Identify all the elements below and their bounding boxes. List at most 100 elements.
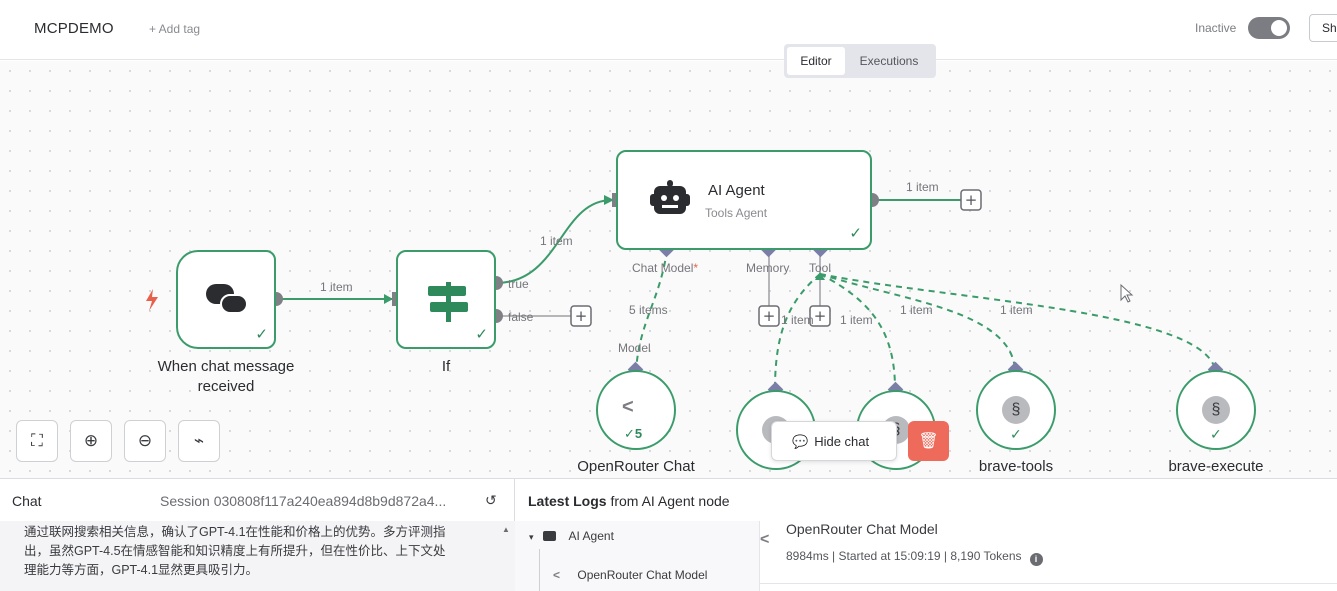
chat-line: 理能力等方面，GPT-4.1显然更具吸引力。 bbox=[24, 563, 259, 577]
add-tag-button[interactable]: + Add tag bbox=[149, 22, 201, 36]
active-toggle[interactable] bbox=[1248, 17, 1290, 39]
hide-chat-button[interactable]: 💬 Hide chat bbox=[771, 421, 897, 461]
svg-text:+: + bbox=[965, 191, 978, 209]
chat-bubble-icon: 💬 bbox=[792, 434, 809, 449]
delete-button[interactable]: 🗑 bbox=[908, 421, 949, 461]
robot-icon bbox=[542, 531, 556, 541]
trash-icon: 🗑 bbox=[918, 433, 939, 450]
if-arrow-icon bbox=[384, 294, 393, 304]
edge-if-agent bbox=[495, 199, 613, 284]
brave-tools-label: brave-tools bbox=[978, 458, 1054, 475]
logs-tree: ▾ AI Agent < OpenRouter Chat Model bbox=[515, 521, 760, 591]
logs-title: Latest Logs from AI Agent node bbox=[528, 493, 730, 509]
tree-line bbox=[539, 549, 540, 591]
edge-label-trigger-if: 1 item bbox=[320, 280, 353, 294]
fit-view-icon: ⛶ bbox=[31, 431, 43, 450]
workflow-name[interactable]: MCPDEMO bbox=[34, 20, 114, 37]
brave-tools-node[interactable]: § ✓ bbox=[976, 370, 1056, 450]
edge-label-agent-out: 1 item bbox=[906, 180, 939, 194]
chat-title: Chat bbox=[12, 493, 42, 509]
edge-model bbox=[635, 249, 668, 371]
log-detail-title: OpenRouter Chat Model bbox=[786, 521, 938, 537]
run-count-badge: ✓5 bbox=[624, 426, 643, 441]
chat-model-port-label: Chat Model* bbox=[632, 261, 699, 275]
hide-chat-label: Hide chat bbox=[814, 434, 870, 449]
openrouter-icon: < bbox=[622, 396, 634, 418]
zoom-in-button[interactable]: ⊕ bbox=[70, 420, 112, 462]
ai-agent-node[interactable]: AI Agent Tools Agent ✓ bbox=[616, 150, 872, 250]
mcp-icon: § bbox=[1202, 396, 1230, 424]
view-switch: Editor Executions bbox=[784, 44, 936, 78]
edge-tool-1 bbox=[774, 273, 821, 390]
brave-execute-node[interactable]: § ✓ bbox=[1176, 370, 1256, 450]
svg-text:+: + bbox=[575, 307, 588, 325]
tab-editor[interactable]: Editor bbox=[787, 47, 845, 75]
openrouter-node[interactable]: < ✓5 bbox=[596, 370, 676, 450]
model-port-label: Model bbox=[618, 341, 651, 355]
info-icon[interactable]: i bbox=[1029, 553, 1043, 566]
toggle-knob bbox=[1271, 20, 1287, 36]
bottom-panel: Chat Session 030808f117a240ea894d8b9d872… bbox=[0, 478, 1337, 591]
if-true-label: true bbox=[508, 277, 529, 291]
agent-title: AI Agent bbox=[708, 182, 765, 199]
log-detail-meta: 8984ms | Started at 15:09:19 | 8,190 Tok… bbox=[786, 549, 1043, 566]
add-tool-button bbox=[809, 305, 831, 327]
edge-label-tool4: 1 item bbox=[1000, 303, 1033, 317]
brave-execute-label: brave-execute bbox=[1168, 458, 1264, 475]
tree-item-openrouter[interactable]: < OpenRouter Chat Model bbox=[553, 568, 707, 582]
tab-executions[interactable]: Executions bbox=[859, 54, 919, 68]
refresh-session-icon[interactable]: ↺ bbox=[485, 492, 497, 508]
chat-panel: Chat Session 030808f117a240ea894d8b9d872… bbox=[0, 479, 515, 591]
success-check-icon: ✓ bbox=[255, 326, 268, 343]
openrouter-detail-icon: < bbox=[760, 531, 770, 548]
edge-label-tool1: 1 item bbox=[781, 313, 814, 327]
success-check-icon: ✓ bbox=[475, 326, 488, 343]
tree-item-ai-agent[interactable]: ▾ AI Agent bbox=[529, 529, 614, 543]
trigger-bolt-icon bbox=[146, 289, 158, 311]
agent-subtitle: Tools Agent bbox=[705, 206, 768, 220]
edge-label-if-agent: 1 item bbox=[540, 234, 573, 248]
agent-arrow-icon bbox=[604, 195, 614, 205]
scroll-up-icon[interactable]: ▲ bbox=[502, 525, 510, 534]
edge-tool-4 bbox=[819, 273, 1216, 370]
edge-label-model: 5 items bbox=[629, 303, 668, 317]
mcp-icon: § bbox=[1002, 396, 1030, 424]
success-check-icon: ✓ bbox=[1210, 426, 1222, 442]
top-bar: MCPDEMO + Add tag Inactive Sh bbox=[0, 0, 1337, 60]
success-check-icon: ✓ bbox=[849, 225, 862, 242]
chat-bubbles-icon bbox=[206, 284, 250, 316]
edge-label-tool2: 1 item bbox=[840, 313, 873, 327]
memory-port-label: Memory bbox=[746, 261, 790, 275]
chat-line: 出，虽然GPT-4.5在情感智能和知识精度上有所提升，但在性价比、上下文处 bbox=[24, 544, 446, 558]
if-node[interactable]: ✓ bbox=[396, 250, 496, 349]
tidy-up-button[interactable]: ⌁ bbox=[178, 420, 220, 462]
share-button[interactable]: Sh bbox=[1309, 14, 1337, 42]
status-label: Inactive bbox=[1195, 21, 1237, 35]
if-false-label: false bbox=[508, 310, 534, 324]
add-after-agent-button bbox=[960, 189, 982, 211]
tool-port-label: Tool bbox=[809, 261, 832, 275]
session-id[interactable]: Session 030808f117a240ea894d8b9d872a4... bbox=[160, 493, 447, 509]
tree-item-label: AI Agent bbox=[568, 529, 614, 543]
chat-line: 通过联网搜索相关信息，确认了GPT-4.1在性能和价格上的优势。多方评测指 bbox=[24, 525, 446, 539]
zoom-out-icon: ⊖ bbox=[137, 431, 153, 450]
chat-message: 通过联网搜索相关信息，确认了GPT-4.1在性能和价格上的优势。多方评测指 出，… bbox=[0, 521, 515, 591]
signpost-icon bbox=[428, 282, 468, 322]
add-memory-button bbox=[758, 305, 780, 327]
chevron-down-icon: ▾ bbox=[529, 532, 534, 542]
chat-trigger-label: When chat message received bbox=[157, 358, 295, 395]
if-label: If bbox=[441, 358, 451, 375]
chat-trigger-node[interactable]: ✓ bbox=[176, 250, 276, 349]
svg-text:+: + bbox=[763, 307, 776, 325]
mouse-cursor-icon bbox=[1120, 283, 1134, 303]
broom-icon: ⌁ bbox=[193, 431, 205, 450]
zoom-out-button[interactable]: ⊖ bbox=[124, 420, 166, 462]
log-content-box bbox=[760, 583, 1337, 591]
agent-input-port bbox=[612, 193, 619, 207]
openrouter-label: OpenRouter Chat bbox=[577, 458, 695, 475]
fit-view-button[interactable]: ⛶ bbox=[16, 420, 58, 462]
robot-icon bbox=[650, 180, 690, 216]
tool-arrow-icon bbox=[815, 272, 825, 280]
tree-item-label: OpenRouter Chat Model bbox=[577, 568, 708, 582]
svg-text:+: + bbox=[814, 307, 827, 325]
